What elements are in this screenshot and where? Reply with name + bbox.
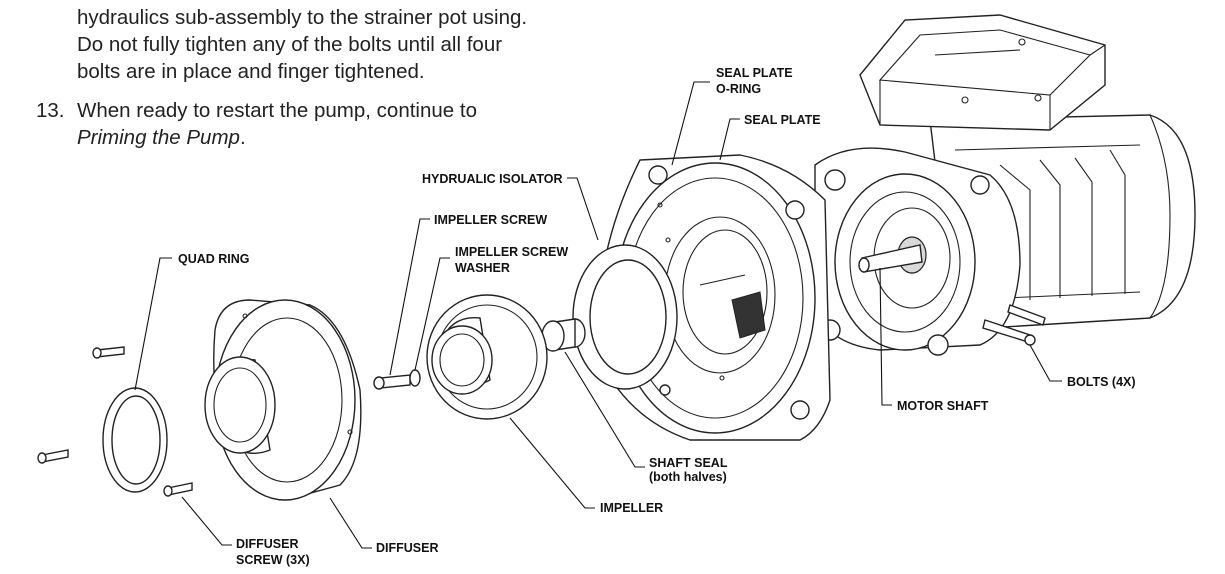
instruction-line-3: bolts are in place and finger tightened. [77,60,425,83]
instruction-line-2: Do not fully tighten any of the bolts un… [77,33,503,56]
step-13-period: . [239,126,246,149]
step-13-number: 13. [36,99,65,122]
label-impeller-screw-washer-1: IMPELLER SCREW [455,245,568,259]
label-quad-ring: QUAD RING [178,252,250,266]
label-shaft-seal-1: SHAFT SEAL [649,456,728,470]
label-impeller-screw-washer-2: WASHER [455,261,510,275]
step-12-continuation: hydraulics sub-assembly to the strainer … [77,4,527,85]
motor-shaft-part [858,244,923,273]
motor-assembly [814,14,1196,356]
diffuser-screws-part [37,346,193,497]
impeller-screw-washer-part [409,369,421,387]
label-shaft-seal-2: (both halves) [649,470,727,484]
instruction-line-1: hydraulics sub-assembly to the strainer … [77,6,528,29]
label-impeller: IMPELLER [600,501,663,515]
label-seal-plate-oring-2: O-RING [716,82,761,96]
label-impeller-screw: IMPELLER SCREW [434,213,547,227]
shaft-seal-part [541,318,586,352]
terminal-box [859,14,1106,131]
label-diffuser-screw-1: DIFFUSER [236,537,299,551]
hydraulic-isolator-part [572,244,678,390]
impeller-screw-part [373,374,411,390]
step-13-text: When ready to restart the pump, continue… [77,99,477,122]
label-diffuser-screw-2: SCREW (3X) [236,553,310,567]
label-motor-shaft: MOTOR SHAFT [897,399,989,413]
part-labels: SEAL PLATE O-RING SEAL PLATE HYDRUALIC I… [178,66,1136,567]
diffuser-part [204,299,362,501]
quad-ring-part [102,387,168,493]
label-bolts: BOLTS (4X) [1067,375,1136,389]
leader-lines [134,81,1062,549]
label-diffuser: DIFFUSER [376,541,439,555]
label-hydraulic-isolator: HYDRUALIC ISOLATOR [422,172,563,186]
step-13-line-2: Priming the Pump. [77,124,577,151]
label-seal-plate-oring-1: SEAL PLATE [716,66,793,80]
impeller-part [426,294,548,420]
label-seal-plate: SEAL PLATE [744,113,821,127]
priming-the-pump-reference: Priming the Pump [77,126,240,149]
